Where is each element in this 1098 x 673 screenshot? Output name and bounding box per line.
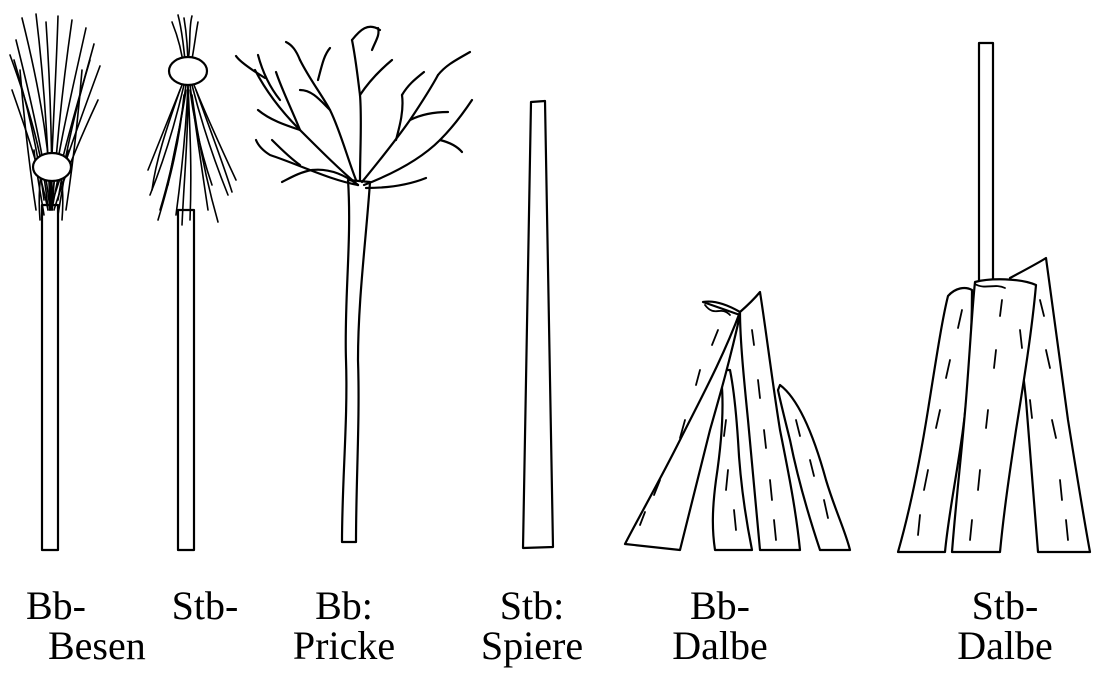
bb-pricke-figure <box>236 27 472 542</box>
bb-besen-figure <box>10 14 100 550</box>
label-bb-besen-line2: Besen <box>22 626 172 666</box>
stb-spiere-figure <box>523 101 553 548</box>
label-bb-besen-line1: Bb- <box>22 586 172 626</box>
stb-besen-band <box>169 57 207 85</box>
stb-besen-broom <box>148 15 236 225</box>
stb-besen-figure <box>148 15 236 550</box>
label-stb-dalbe-line2: Dalbe <box>935 626 1075 666</box>
label-stb-dalbe: Stb- Dalbe <box>935 586 1075 666</box>
bb-besen-band <box>33 153 71 181</box>
bb-besen-broom <box>10 14 100 220</box>
bb-besen-pole <box>42 205 58 550</box>
bb-pricke-trunk <box>342 180 370 542</box>
label-bb-pricke-line1: Bb: <box>274 586 414 626</box>
label-stb-spiere-line1: Stb: <box>462 586 602 626</box>
stb-besen-pole <box>178 210 194 550</box>
label-bb-pricke: Bb: Pricke <box>274 586 414 666</box>
label-bb-besen: Bb- Besen <box>22 586 172 666</box>
label-bb-dalbe-line1: Bb- <box>650 586 790 626</box>
label-stb-spiere-line2: Spiere <box>462 626 602 666</box>
stb-dalbe-figure <box>898 43 1090 552</box>
label-stb-spiere: Stb: Spiere <box>462 586 602 666</box>
seamark-drawings <box>0 0 1098 560</box>
label-bb-pricke-line2: Pricke <box>274 626 414 666</box>
label-stb-besen-line1: Stb- <box>160 586 250 626</box>
label-bb-dalbe-line2: Dalbe <box>650 626 790 666</box>
bb-pricke-branches <box>236 27 472 188</box>
label-stb-dalbe-line1: Stb- <box>935 586 1075 626</box>
label-stb-besen: Stb- <box>160 586 250 626</box>
stb-spiere-pole <box>523 101 553 548</box>
label-bb-dalbe: Bb- Dalbe <box>650 586 790 666</box>
bb-dalbe-figure <box>625 292 850 550</box>
stb-dalbe-pole <box>979 43 993 283</box>
